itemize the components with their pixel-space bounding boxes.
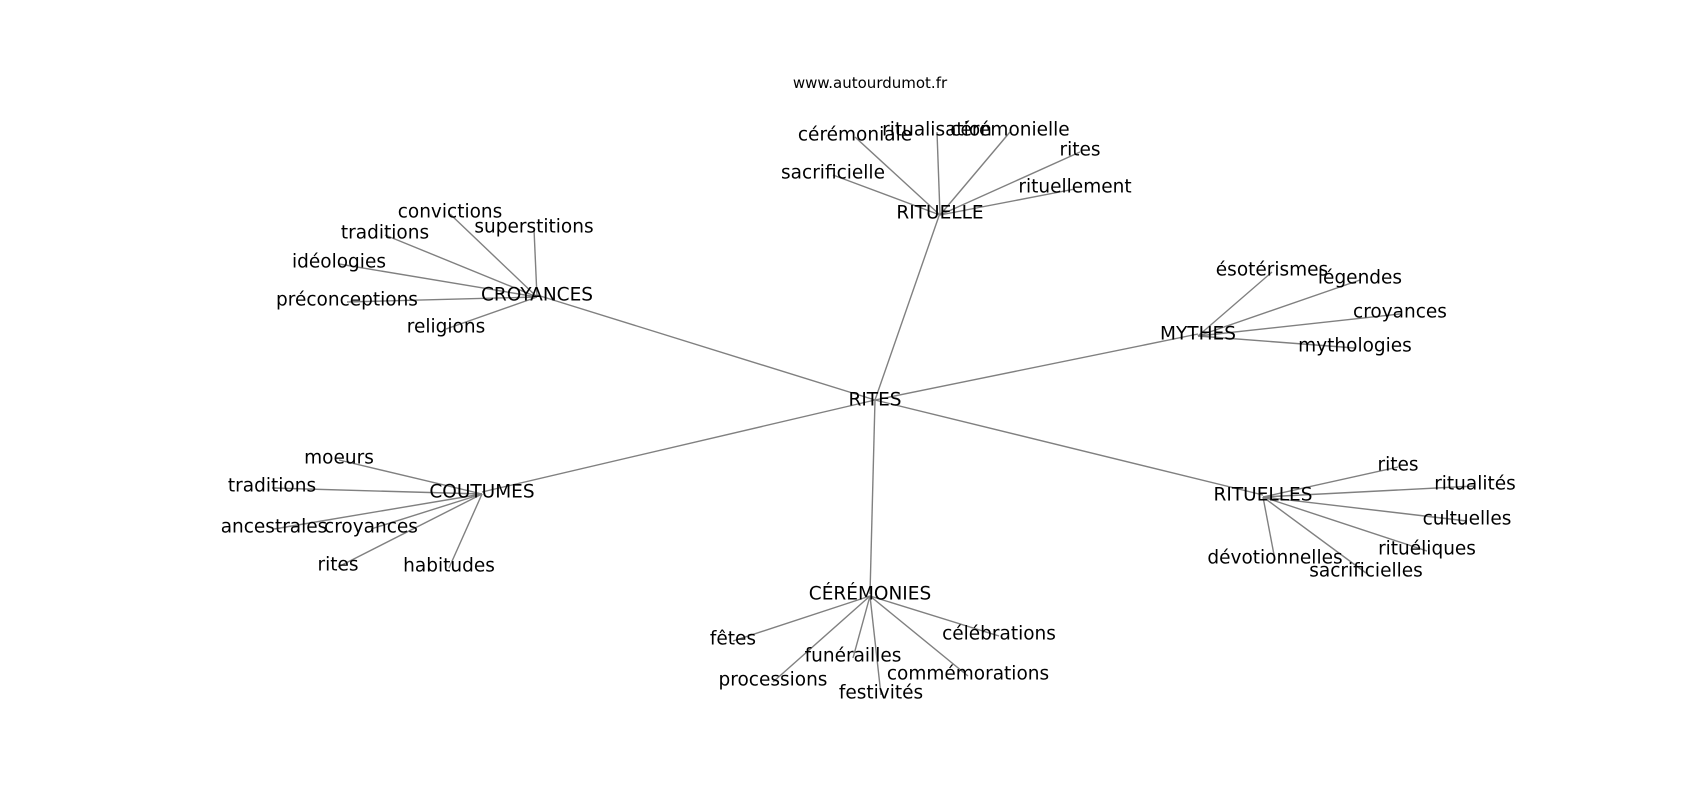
edge-hub-word (1262, 496, 1468, 522)
edge-hub-word (1197, 313, 1401, 337)
edge-hub-word (449, 213, 538, 298)
hub-node-label: RITUELLES (1214, 485, 1313, 506)
edge-hub-word (346, 296, 538, 303)
edge-hub-word (445, 296, 538, 330)
edge-hub-word (337, 493, 483, 568)
word-node-label: ésotérismes (1216, 260, 1328, 281)
edge-center-hub (874, 212, 941, 401)
word-node-label: rites (317, 555, 358, 576)
edge-hub-word (939, 188, 1076, 216)
edge-hub-word (448, 493, 483, 569)
hub-node-label: MYTHES (1160, 324, 1236, 345)
edge-hub-word (832, 174, 941, 216)
edge-hub-word (370, 493, 483, 530)
word-node-label: cérémonielle (950, 120, 1069, 141)
word-node-label: cultuelles (1423, 509, 1512, 530)
word-node-label: croyances (324, 517, 418, 538)
word-node-label: idéologies (292, 252, 386, 273)
word-node-label: fêtes (710, 629, 756, 650)
edge-hub-word (869, 595, 969, 677)
edge-hub-word (939, 131, 1011, 216)
edge-center-hub (874, 399, 1264, 496)
graph-labels: RITES RITUELLE cérémonialeritualisationcér… (221, 120, 1516, 704)
word-node-label: traditions (341, 223, 429, 244)
edge-hub-word (869, 595, 1000, 637)
edge-hub-word (772, 595, 871, 683)
word-node-label: processions (719, 670, 828, 691)
watermark: www.autourdumot.fr (793, 74, 948, 92)
word-node-label: commémorations (887, 664, 1049, 685)
word-node-label: rituellement (1018, 177, 1131, 198)
edge-hub-word (852, 595, 871, 659)
center-node-label: RITES (848, 390, 901, 411)
edge-hub-word (1197, 271, 1273, 337)
edge-hub-word (1262, 496, 1367, 574)
word-node-label: festivités (839, 683, 923, 704)
word-node-label: dévotionnelles (1207, 548, 1342, 569)
word-node-label: religions (407, 317, 485, 338)
graph-edges (271, 131, 1476, 696)
edge-hub-word (1197, 335, 1356, 349)
word-node-label: sacrificielle (781, 163, 885, 184)
edge-center-hub (481, 399, 876, 493)
word-node-label: rituéliques (1378, 539, 1476, 560)
edge-hub-word (1197, 279, 1361, 337)
word-node-label: célébrations (942, 624, 1056, 645)
word-node-label: ritualités (1434, 474, 1516, 495)
word-node-label: funérailles (805, 646, 902, 667)
edge-hub-word (533, 228, 538, 298)
word-node-label: mythologies (1298, 336, 1412, 357)
word-node-label: légendes (1318, 268, 1402, 289)
word-node-label: moeurs (304, 448, 374, 469)
word-node-label: préconceptions (276, 290, 418, 311)
word-node-label: rites (1377, 455, 1418, 476)
word-node-label: croyances (1353, 302, 1447, 323)
edge-hub-word (384, 234, 538, 298)
word-node-label: convictions (398, 202, 503, 223)
word-node-label: ancestrales (221, 517, 328, 538)
edge-hub-word (939, 151, 1081, 216)
word-node-label: habitudes (403, 556, 495, 577)
edge-hub-word (732, 595, 871, 642)
edge-hub-word (936, 131, 941, 216)
edge-hub-word (854, 136, 941, 216)
edge-hub-word (869, 595, 882, 696)
edge-center-hub (874, 333, 1199, 401)
hub-node-label: CROYANCES (481, 285, 593, 306)
edge-center-hub (536, 294, 876, 401)
edge-hub-word (338, 459, 483, 495)
edge-hub-word (338, 263, 538, 298)
word-node-label: traditions (228, 476, 316, 497)
word-node-label: ritualisation (882, 120, 992, 141)
word-node-label: cérémoniale (798, 125, 912, 146)
hub-node-label: RITUELLE (896, 203, 983, 224)
edge-hub-word (1262, 496, 1276, 561)
edge-hub-word (273, 493, 483, 530)
edge-hub-word (271, 487, 483, 495)
edge-center-hub (869, 399, 876, 595)
word-node-label: rites (1059, 140, 1100, 161)
edge-hub-word (1262, 466, 1399, 498)
word-node-label: superstitions (474, 217, 593, 238)
edge-hub-word (1262, 485, 1476, 498)
edge-hub-word (1262, 496, 1428, 552)
hub-node-label: COUTUMES (429, 482, 534, 503)
hub-node-label: CÉRÉMONIES (809, 583, 931, 605)
word-node-label: sacrificielles (1309, 561, 1423, 582)
